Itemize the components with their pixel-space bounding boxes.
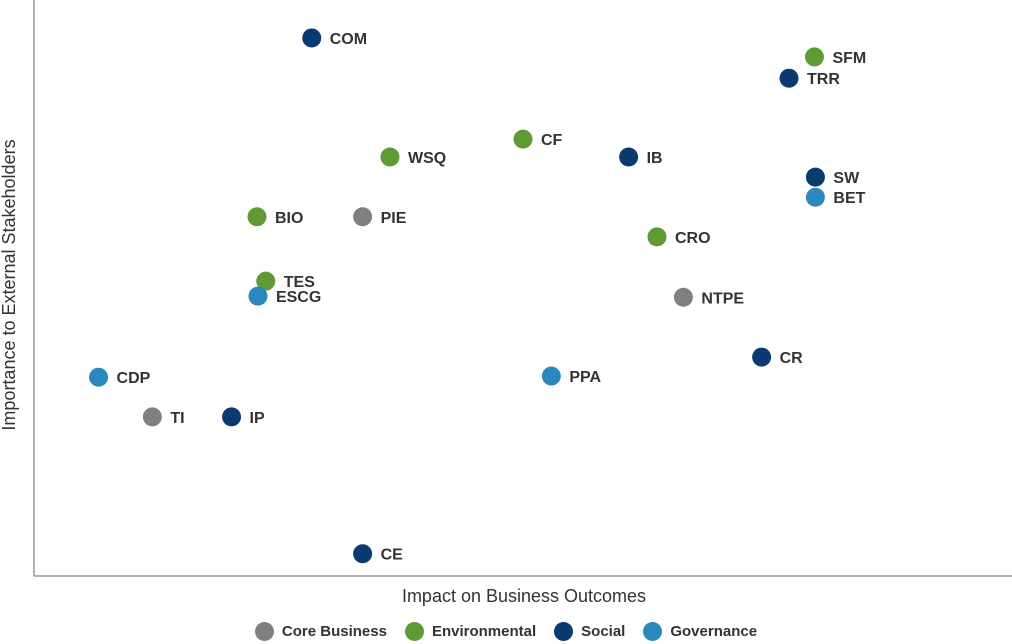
data-label-sw: SW bbox=[833, 170, 860, 187]
data-label-ntpe: NTPE bbox=[701, 290, 744, 307]
data-point-trr bbox=[779, 68, 799, 88]
data-label-ip: IP bbox=[250, 410, 265, 427]
legend-label: Core Business bbox=[281, 623, 387, 640]
data-point-ppa bbox=[541, 366, 561, 386]
data-point-ntpe bbox=[673, 287, 693, 307]
data-point-bio bbox=[247, 207, 267, 227]
legend-dot-icon bbox=[254, 622, 274, 641]
data-point-cr bbox=[752, 347, 772, 367]
y-axis-title: Importance to External Stakeholders bbox=[0, 139, 19, 430]
data-point-com bbox=[302, 28, 322, 48]
legend-label: Environmental bbox=[431, 623, 537, 640]
data-label-wsq: WSQ bbox=[408, 150, 446, 167]
legend: Core Business Environmental Social Governan… bbox=[0, 622, 1012, 641]
legend-label: Governance bbox=[670, 623, 758, 640]
data-label-ppa: PPA bbox=[569, 369, 601, 386]
data-label-ib: IB bbox=[647, 150, 663, 167]
legend-item: Governance bbox=[643, 622, 757, 641]
legend-item: Social bbox=[554, 622, 625, 641]
legend-item: Environmental bbox=[404, 622, 537, 641]
legend-item: Core Business bbox=[254, 622, 387, 641]
legend-label: Social bbox=[581, 623, 626, 640]
data-point-tes bbox=[256, 271, 276, 291]
data-label-bet: BET bbox=[833, 190, 865, 207]
legend-dot-icon bbox=[404, 622, 424, 641]
data-label-escg: ESCG bbox=[276, 289, 321, 306]
data-label-pie: PIE bbox=[381, 210, 407, 227]
data-point-cro bbox=[647, 227, 667, 247]
data-point-pie bbox=[353, 207, 373, 227]
data-label-trr: TRR bbox=[807, 71, 840, 88]
data-point-sw bbox=[805, 167, 825, 187]
data-label-cr: CR bbox=[780, 350, 804, 367]
data-point-ce bbox=[353, 544, 373, 564]
data-point-sfm bbox=[804, 47, 824, 67]
data-label-cdp: CDP bbox=[117, 370, 151, 387]
data-point-escg bbox=[248, 286, 268, 306]
data-label-cf: CF bbox=[541, 132, 563, 149]
legend-dot-icon bbox=[643, 622, 663, 641]
data-label-bio: BIO bbox=[275, 210, 303, 227]
data-point-wsq bbox=[380, 147, 400, 167]
data-label-tes: TES bbox=[284, 274, 315, 291]
data-point-ip bbox=[222, 407, 242, 427]
data-point-bet bbox=[805, 187, 825, 207]
data-point-ib bbox=[619, 147, 639, 167]
data-label-ce: CE bbox=[381, 547, 404, 564]
data-label-com: COM bbox=[330, 31, 367, 48]
legend-dot-icon bbox=[554, 622, 574, 641]
data-point-ti bbox=[142, 407, 162, 427]
x-axis-title: Impact on Business Outcomes bbox=[402, 586, 646, 606]
data-label-sfm: SFM bbox=[832, 50, 866, 67]
data-point-cf bbox=[513, 129, 533, 149]
data-label-cro: CRO bbox=[675, 230, 711, 247]
data-point-cdp bbox=[89, 367, 109, 387]
data-label-ti: TI bbox=[170, 410, 184, 427]
